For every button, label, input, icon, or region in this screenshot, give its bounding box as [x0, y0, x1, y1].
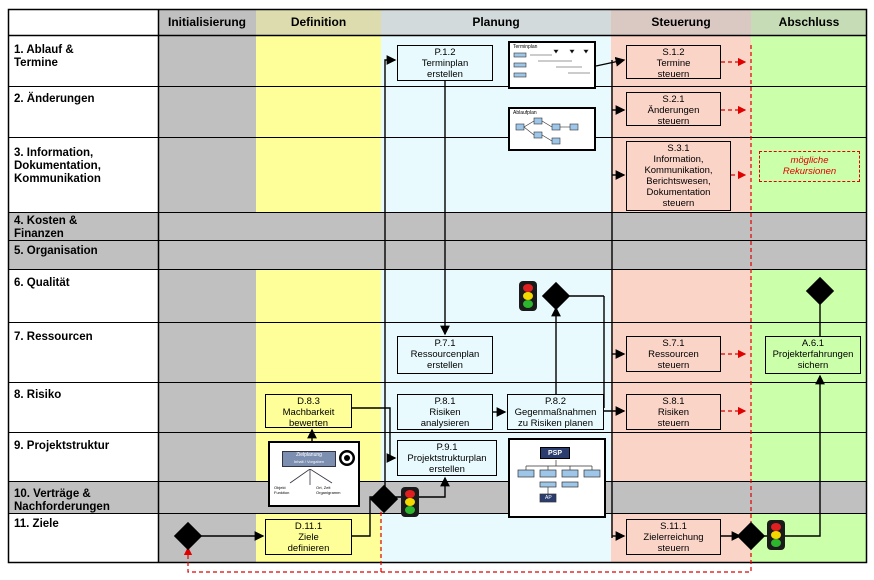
process-code: S.3.1	[667, 143, 690, 154]
header-band	[158, 9, 867, 35]
process-box-d83[interactable]: D.8.3 Machbarkeit bewerten	[265, 394, 352, 429]
process-code: P.9.1	[436, 442, 458, 453]
process-code: D.11.1	[294, 521, 323, 532]
process-text: Projektstrukturplan erstellen	[407, 453, 487, 475]
ap-label: AP	[545, 495, 552, 501]
zielplanung-banner: Zielplanung Inhalt / Vorgaben	[282, 451, 336, 467]
column-header-planung: Planung	[472, 15, 520, 29]
process-code: S.11.1	[660, 521, 687, 532]
row-label-ablauf-termine: 1. Ablauf & Termine	[14, 44, 74, 69]
process-box-s111[interactable]: S.11.1 Zielerreichung steuern	[626, 519, 721, 555]
row-label-risiko: 8. Risiko	[14, 389, 62, 401]
process-text: Terminplan erstellen	[421, 58, 469, 80]
process-box-p12[interactable]: P.1.2 Terminplan erstellen	[397, 45, 493, 81]
process-code: P.7.1	[434, 338, 456, 349]
row-label-vertraege: 10. Verträge & Nachforderungen	[14, 488, 110, 513]
psp-thumbnail[interactable]: PSP AP	[508, 438, 606, 518]
column-header-abschluss: Abschluss	[778, 15, 840, 29]
gantt-sketch-icon	[513, 49, 590, 78]
thumbnail-subtitle: Inhalt / Vorgaben	[293, 459, 325, 464]
column-header-initialisierung: Initialisierung	[167, 15, 246, 29]
process-code: S.2.1	[662, 94, 685, 105]
process-text: Gegenmaßnahmen zu Risiken planen	[514, 407, 597, 429]
process-code: S.7.1	[662, 338, 685, 349]
process-code: P.8.1	[434, 396, 456, 407]
zielplanung-thumbnail[interactable]: Zielplanung Inhalt / Vorgaben Objekt Fun…	[268, 441, 360, 507]
process-code: P.8.2	[545, 396, 566, 407]
process-box-p91[interactable]: P.9.1 Projektstrukturplan erstellen	[397, 440, 497, 476]
process-box-p81[interactable]: P.8.1 Risiken analysieren	[397, 394, 493, 430]
psp-header-box: PSP	[540, 447, 570, 459]
grey-band-organisation	[8, 240, 867, 269]
process-text: Risiken analysieren	[420, 407, 470, 429]
terminplan-thumbnail[interactable]: Terminplan	[508, 41, 596, 89]
column-bg-initialisierung	[158, 9, 256, 563]
zielplanung-arrows	[289, 469, 333, 485]
process-text: Projekterfahrungen sichern	[772, 349, 854, 371]
process-box-p82[interactable]: P.8.2 Gegenmaßnahmen zu Risiken planen	[507, 394, 604, 430]
row-label-ressourcen: 7. Ressourcen	[14, 331, 93, 343]
process-text: Zielerreichung steuern	[643, 532, 704, 554]
row-label-ziele: 11. Ziele	[14, 518, 59, 530]
target-icon	[339, 450, 355, 466]
process-text: Machbarkeit bewerten	[282, 407, 335, 429]
process-text: Änderungen steuern	[647, 105, 700, 127]
thumbnail-note-left: Objekt Funktion	[274, 485, 290, 495]
column-header-definition: Definition	[290, 15, 347, 29]
row-label-information: 3. Information, Dokumentation, Kommunika…	[14, 147, 101, 185]
process-text: Information, Kommunikation, Berichtswese…	[644, 154, 713, 209]
row-label-aenderungen: 2. Änderungen	[14, 93, 95, 105]
thumbnail-title: Terminplan	[513, 44, 538, 50]
psp-tree-icon	[517, 460, 601, 503]
process-text: Ziele definieren	[287, 532, 330, 554]
traffic-light-icon	[519, 281, 537, 311]
row-label-organisation: 5. Organisation	[14, 245, 98, 257]
process-code: S.8.1	[662, 396, 685, 407]
recursion-note: mögliche Rekursionen	[759, 151, 860, 182]
traffic-light-icon	[767, 520, 785, 550]
row-label-projektstruktur: 9. Projektstruktur	[14, 440, 110, 452]
process-box-d111[interactable]: D.11.1 Ziele definieren	[265, 519, 352, 555]
process-text: Risiken steuern	[657, 407, 690, 429]
process-box-p71[interactable]: P.7.1 Ressourcenplan erstellen	[397, 336, 493, 374]
process-box-s71[interactable]: S.7.1 Ressourcen steuern	[626, 336, 721, 372]
process-code: A.6.1	[801, 338, 825, 349]
process-box-s31[interactable]: S.3.1 Information, Kommunikation, Berich…	[626, 141, 731, 211]
traffic-light-icon	[401, 487, 419, 517]
ablaufplan-thumbnail[interactable]: Ablaufplan	[508, 107, 596, 151]
row-label-kosten: 4. Kosten & Finanzen	[14, 215, 78, 240]
grey-band-kosten	[8, 212, 867, 240]
process-box-s21[interactable]: S.2.1 Änderungen steuern	[626, 92, 721, 127]
process-box-s81[interactable]: S.8.1 Risiken steuern	[626, 394, 721, 430]
column-header-steuerung: Steuerung	[651, 15, 711, 29]
psp-label: PSP	[547, 450, 562, 457]
process-code: D.8.3	[297, 396, 320, 407]
thumbnail-note-right: Ort, Zeit Organigramm	[316, 485, 341, 495]
process-code: P.1.2	[434, 47, 456, 58]
thumbnail-title: Zielplanung	[296, 452, 322, 458]
process-text: Termine steuern	[656, 58, 691, 80]
process-text: Ressourcenplan erstellen	[410, 349, 480, 371]
thumbnail-title: Ablaufplan	[513, 110, 537, 116]
process-box-s12[interactable]: S.1.2 Termine steuern	[626, 45, 721, 80]
network-sketch-icon	[515, 117, 579, 145]
process-text: Ressourcen steuern	[648, 349, 699, 371]
row-label-qualitaet: 6. Qualität	[14, 277, 70, 289]
process-code: S.1.2	[662, 47, 685, 58]
process-box-a61[interactable]: A.6.1 Projekterfahrungen sichern	[765, 336, 861, 374]
